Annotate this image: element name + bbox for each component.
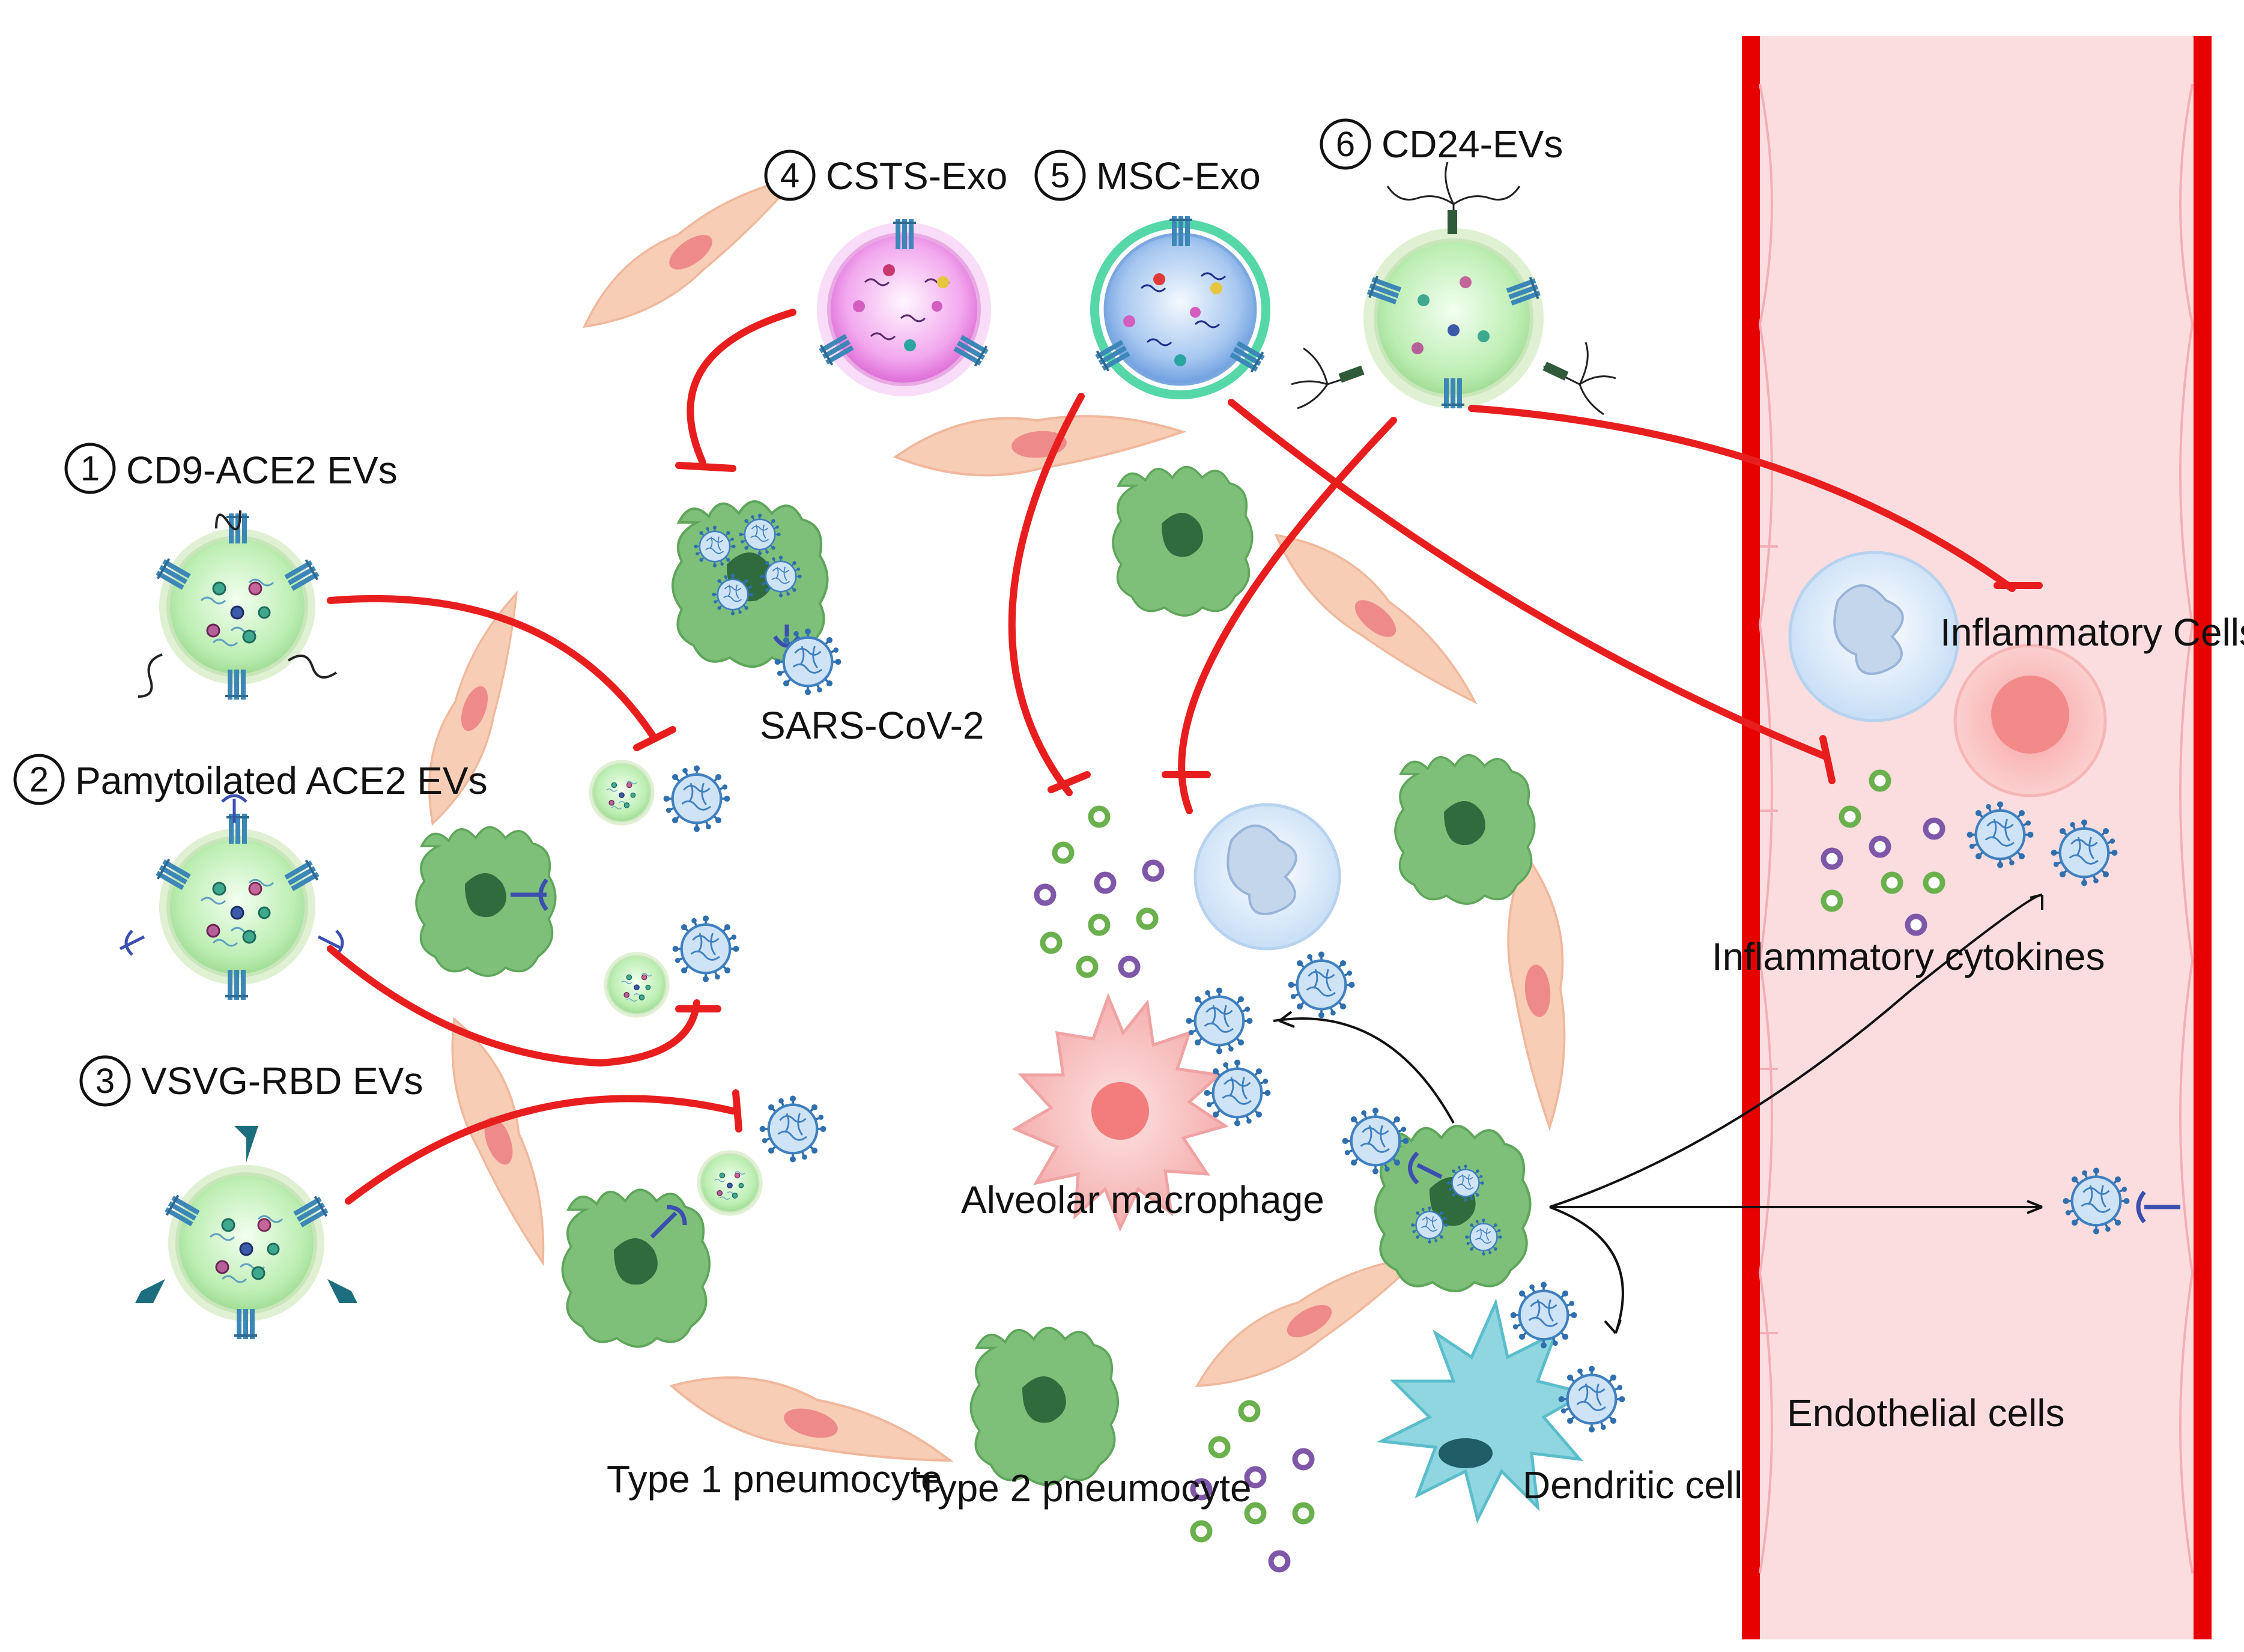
marker-1: 1 <box>80 449 100 488</box>
label-type2-pneumocyte: Type 2 pneumocyte <box>916 1466 1252 1510</box>
neutrophil-vessel <box>1788 551 1960 722</box>
neutrophil-center <box>1193 803 1341 951</box>
red-inflammatory-cell <box>1953 644 2107 797</box>
label-inflammatory-cytokines: Inflammatory cytokines <box>1712 935 2105 978</box>
ev-3-vsvg-rbd <box>135 1126 357 1340</box>
dendritic-cell <box>1376 1298 1590 1524</box>
inhibition-lines <box>327 309 2043 1205</box>
label-ev5: MSC-Exo <box>1096 154 1261 198</box>
marker-2: 2 <box>29 760 49 799</box>
number-markers <box>13 118 1371 1107</box>
alveolar-macrophage-cell <box>1011 993 1229 1232</box>
ev-5-msc-exo <box>1090 215 1270 399</box>
label-alveolar-macrophage: Alveolar macrophage <box>961 1178 1324 1221</box>
label-inflammatory-cells: Inflammatory Cells <box>1940 611 2244 654</box>
label-ev4: CSTS-Exo <box>826 154 1007 198</box>
label-type1-pneumocyte: Type 1 pneumocyte <box>607 1457 942 1501</box>
label-ev1: CD9-ACE2 EVs <box>126 449 398 492</box>
marker-4: 4 <box>780 156 799 195</box>
ace2-receptors <box>511 625 2180 1239</box>
label-ev6: CD24-EVs <box>1381 123 1563 166</box>
ev-6-cd24-evs <box>1291 162 1616 416</box>
marker-6: 6 <box>1336 125 1355 164</box>
process-arrows <box>1273 894 2043 1334</box>
label-sars-cov-2: SARS-CoV-2 <box>760 704 984 747</box>
marker-5: 5 <box>1051 156 1070 195</box>
ev-4-csts-exo <box>816 218 991 396</box>
ev-1-cd9-ace2 <box>138 510 338 701</box>
label-dendritic-cell: Dendritic cell <box>1523 1463 1742 1507</box>
label-ev2: Pamytoilated ACE2 EVs <box>75 759 488 802</box>
small-evs-bound <box>588 759 763 1217</box>
ev-2-pamytoilated-ace2 <box>119 794 344 1001</box>
marker-3: 3 <box>96 1062 115 1101</box>
cytokines-center <box>1037 808 1162 975</box>
label-endothelial-cells: Endothelial cells <box>1787 1391 2065 1435</box>
label-ev3: VSVG-RBD EVs <box>141 1059 423 1103</box>
